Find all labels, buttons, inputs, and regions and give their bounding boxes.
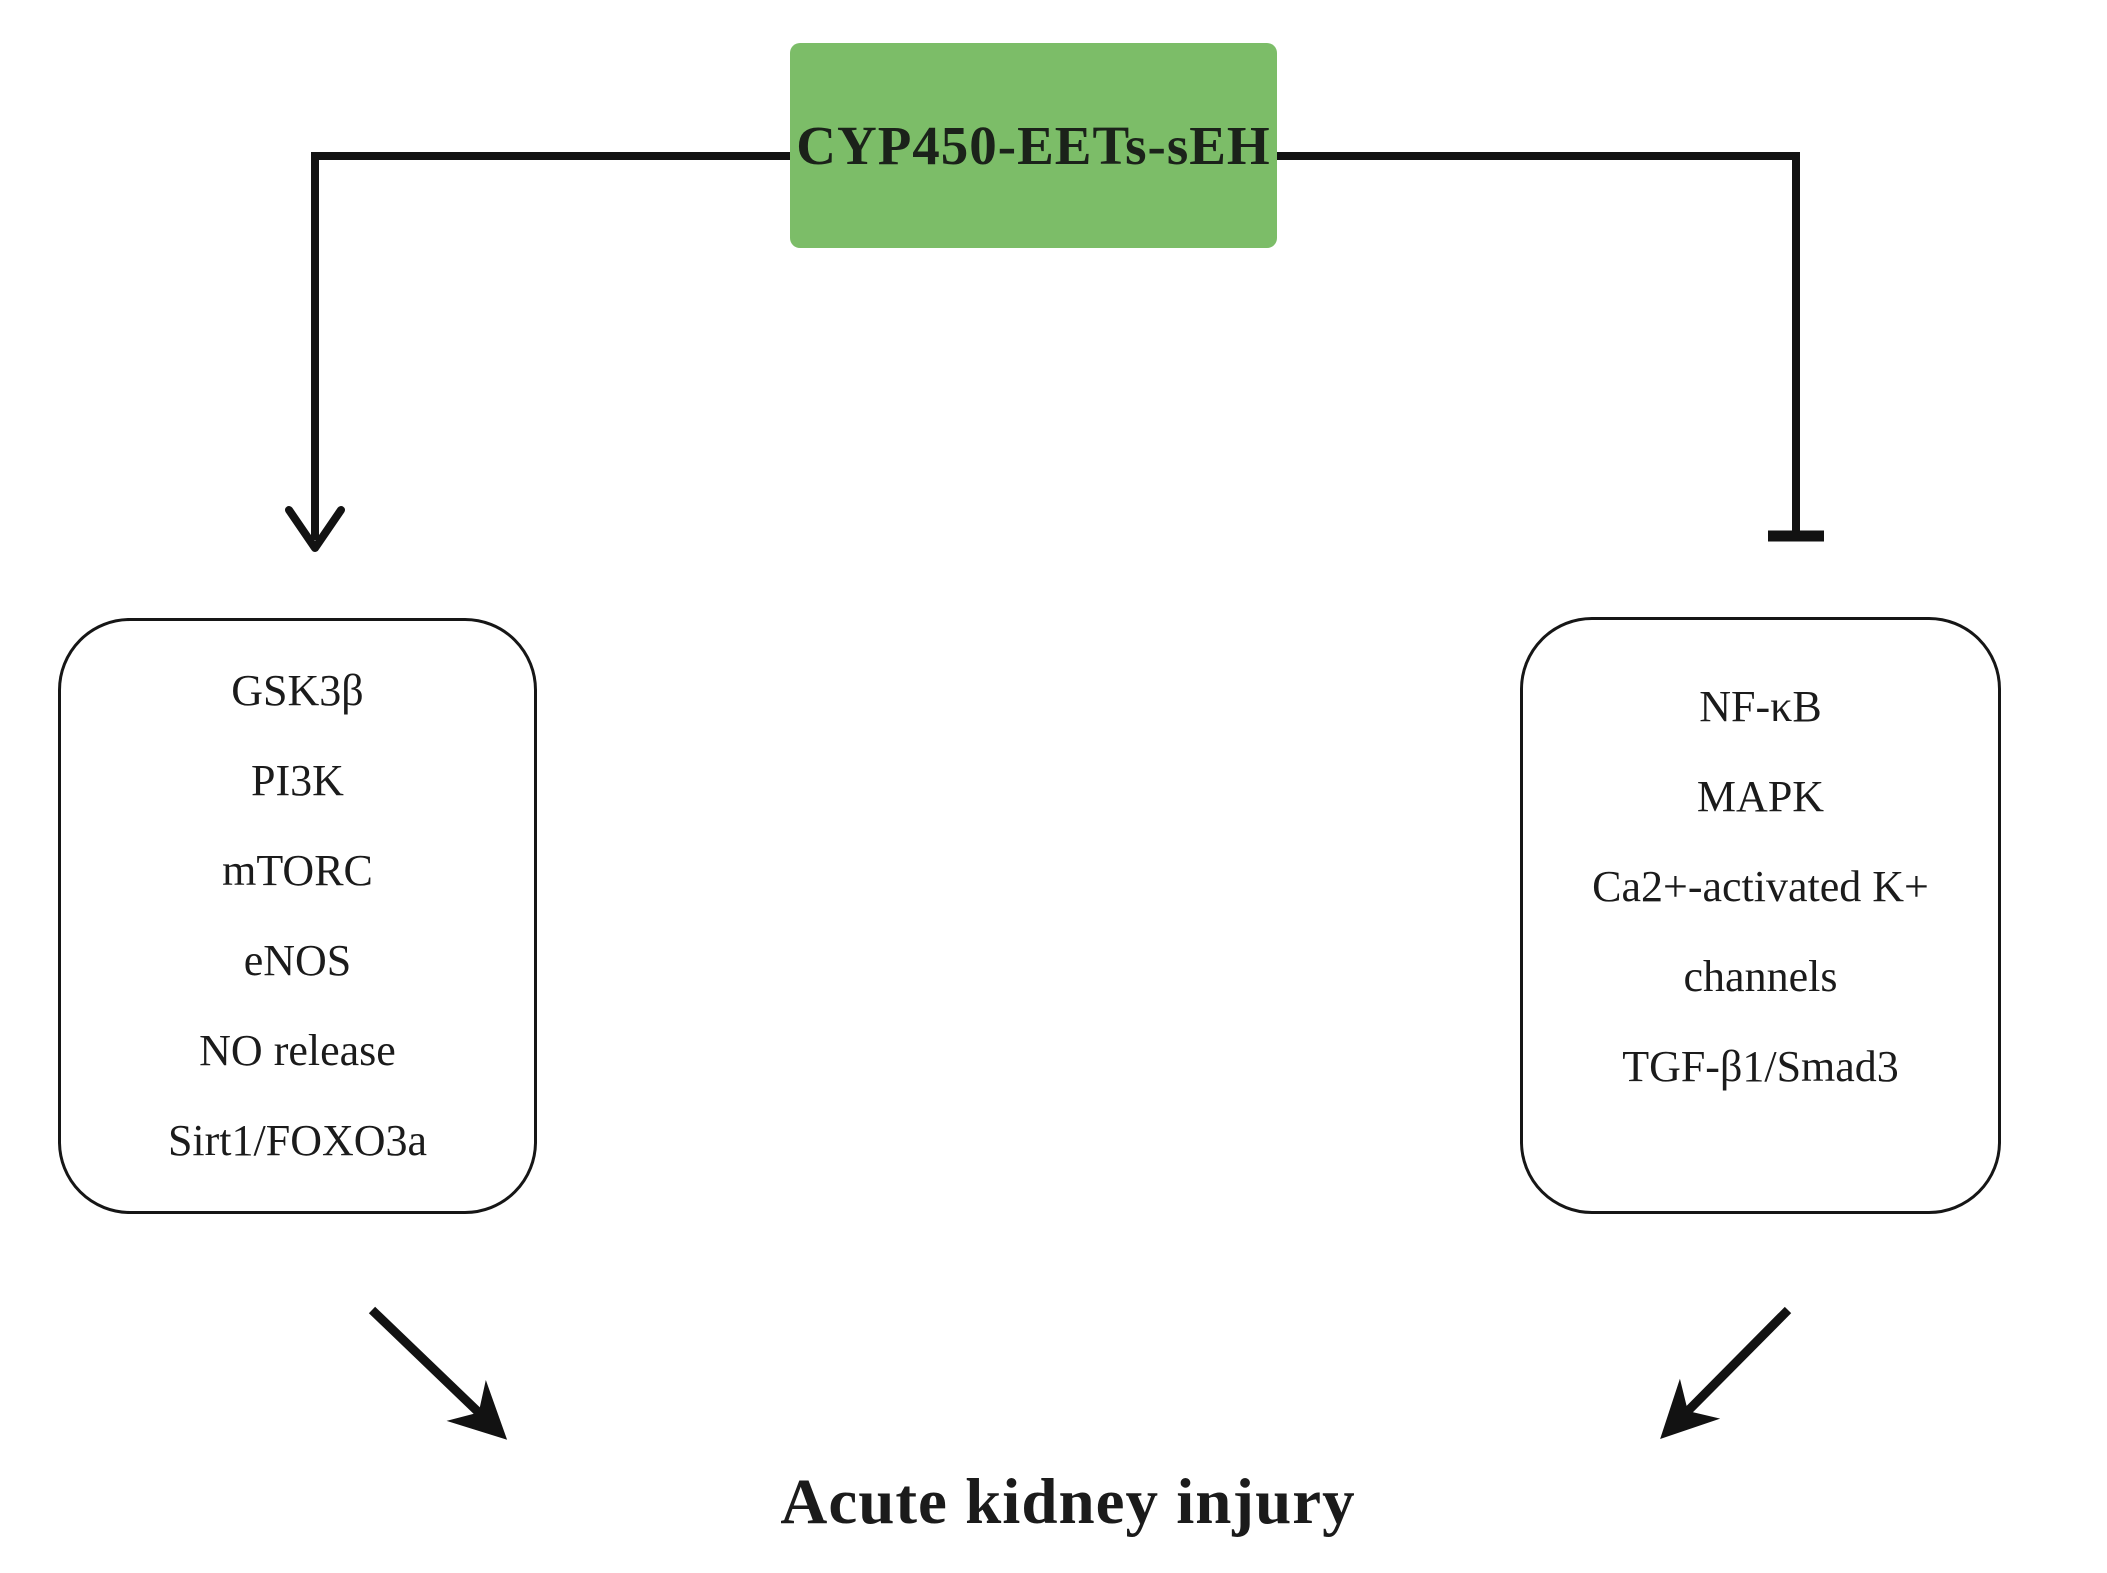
right-connector-line — [1277, 152, 1800, 531]
pathway-item: channels — [1683, 952, 1838, 1001]
pathway-item: MAPK — [1696, 772, 1825, 821]
pathway-item: PI3K — [251, 756, 344, 805]
outcome-label: Acute kidney injury — [780, 1466, 1356, 1538]
title-label: CYP450-EETs-sEH — [796, 115, 1271, 176]
down-arrowhead-icon — [285, 506, 345, 552]
pathway-item: Sirt1/FOXO3a — [167, 1116, 428, 1165]
right-pathway-node: NF-κB MAPK Ca2+-activated K+ channels TG… — [1520, 617, 2001, 1214]
pathway-item: NO release — [199, 1026, 396, 1075]
right-diagonal-arrow-icon — [1660, 1306, 1792, 1439]
pathway-item: GSK3β — [231, 666, 364, 715]
left-pathway-node: GSK3β PI3K mTORC eNOS NO release Sirt1/F… — [58, 618, 537, 1214]
pathway-item: mTORC — [222, 846, 373, 895]
left-connector-line — [311, 152, 790, 540]
pathway-item: Ca2+-activated K+ — [1592, 862, 1929, 911]
left-diagonal-arrow-icon — [368, 1306, 508, 1440]
title-node: CYP450-EETs-sEH — [790, 43, 1277, 248]
pathway-item: TGF-β1/Smad3 — [1622, 1042, 1899, 1091]
pathway-item: eNOS — [243, 936, 352, 985]
pathway-item: NF-κB — [1699, 682, 1822, 731]
